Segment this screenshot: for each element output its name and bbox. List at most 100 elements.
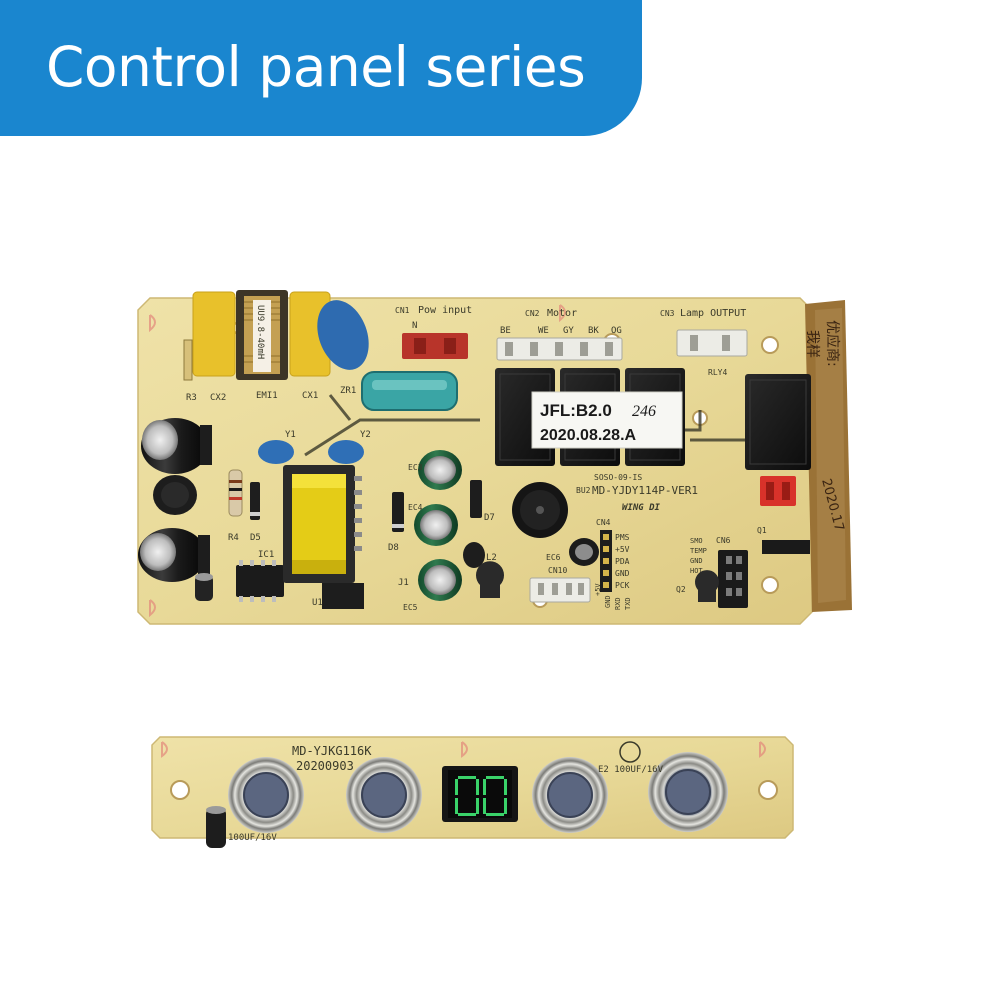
label-cn1-pin: N: [412, 321, 417, 331]
spring-button-4[interactable]: [648, 752, 728, 832]
seven-segment-display: [442, 766, 518, 822]
title-banner: Control panel series: [0, 0, 642, 136]
label-cn4-pda: PDA: [615, 557, 630, 566]
label-cn2-gy: GY: [563, 326, 574, 336]
label-cx1: CX1: [302, 391, 318, 401]
label-cn4-gnd: GND: [615, 569, 630, 578]
green-capacitor-ec4: [414, 504, 458, 546]
label-cn3: CN3: [660, 309, 675, 318]
label-cn1: CN1: [395, 306, 410, 315]
label-cn4-pms: PMS: [615, 533, 630, 542]
label-cn10-5v: +5V: [594, 583, 602, 596]
label-r3: R3: [186, 393, 197, 403]
label-ec5: EC5: [403, 603, 418, 612]
green-capacitor-ec5: [418, 559, 462, 601]
resistor-r4: [228, 469, 243, 517]
label-cn6-smo: SMO: [690, 537, 703, 545]
label-cn2-og: OG: [611, 326, 622, 336]
label-q1: Q1: [757, 526, 767, 535]
label-cn2-we: WE: [538, 326, 549, 336]
label-y2: Y2: [360, 430, 371, 440]
choke-label: UU9.8-40mH: [255, 305, 265, 359]
label-u1: U1: [312, 598, 323, 608]
label-y1: Y1: [285, 430, 296, 440]
spring-button-3[interactable]: [532, 757, 608, 833]
key-board-model: MD-YJKG116K: [292, 744, 372, 758]
board-code: SOSO-09-IS: [594, 473, 642, 482]
handwriting-note: 我样: [804, 330, 820, 358]
label-ec4: EC4: [408, 503, 423, 512]
label-cn2: CN2: [525, 309, 540, 318]
varistor-zr1: [317, 300, 369, 370]
label-cx2: CX2: [210, 393, 226, 403]
label-cn4-5v: +5V: [615, 545, 630, 554]
label-cn1-title: Pow input: [418, 305, 472, 316]
electrolytic-capacitor-2: [153, 475, 197, 515]
label-emi1: EMI1: [256, 391, 278, 401]
key-board-capacitor: [206, 808, 226, 848]
sticker-version: JFL:B2.0: [540, 401, 612, 420]
sensor-icon: [619, 741, 641, 763]
board-brand: WING DI: [622, 503, 661, 513]
label-cn6: CN6: [716, 536, 731, 545]
label-r4: R4: [228, 533, 239, 543]
key-board: MD-YJKG116K 20200903 100UF/16V E2 100UF/…: [151, 736, 794, 848]
u1-regulator: [322, 583, 364, 609]
label-cn6-temp: TEMP: [690, 547, 707, 555]
label-cn2-title: Motor: [547, 308, 577, 319]
diode-d5: [250, 482, 260, 520]
relay-4: [745, 374, 811, 470]
label-cn10-gnd: GND: [604, 595, 612, 608]
label-d7: D7: [484, 513, 495, 523]
main-board: 优应商: 我样 2020.17: [137, 290, 852, 625]
label-cn4-pck: PCK: [615, 581, 630, 590]
label-ec3: EC3: [408, 463, 423, 472]
label-cn10-txd: TXD: [624, 597, 632, 610]
x-capacitor-cx2: [192, 291, 236, 377]
y-capacitor-y2: [328, 440, 364, 464]
label-bu2: BU2: [576, 486, 591, 495]
diode-d7: [470, 480, 482, 518]
ic1-chip: [236, 565, 284, 597]
connector-cn1: [402, 333, 468, 359]
key-board-date: 20200903: [296, 759, 354, 773]
y-capacitor-y1: [258, 440, 294, 464]
key-board-cap-label-left: 100UF/16V: [228, 833, 277, 843]
board-model: MD-YJDY114P-VER1: [592, 484, 698, 497]
label-cn10-rxd: RXD: [614, 597, 622, 610]
buzzer-bu2: [512, 482, 568, 538]
label-j1: J1: [398, 578, 409, 588]
label-cn2-be: BE: [500, 326, 511, 336]
handwriting-supplier: 优应商:: [824, 320, 841, 367]
electrolytic-capacitor-1: [141, 418, 212, 474]
label-cn6-gnd: GND: [690, 557, 703, 565]
label-cn4: CN4: [596, 518, 611, 527]
spring-button-2[interactable]: [346, 757, 422, 833]
label-cn2-bk: BK: [588, 326, 599, 336]
banner-title: Control panel series: [46, 35, 586, 99]
date-sticker: JFL:B2.0 246 2020.08.28.A: [531, 391, 683, 449]
label-rly4: RLY4: [708, 368, 727, 377]
label-d5: D5: [250, 533, 261, 543]
fuse: [361, 371, 458, 411]
connector-cn6: [718, 550, 748, 608]
small-capacitor: [195, 575, 213, 601]
key-board-cap-label-right: E2 100UF/16V: [598, 765, 664, 775]
label-q2: Q2: [676, 585, 686, 594]
inductor-l2: [463, 542, 485, 568]
transistor-q1: [762, 540, 810, 554]
connector-cn3: [676, 329, 748, 357]
sticker-date: 2020.08.28.A: [540, 427, 637, 444]
spring-button-1[interactable]: [228, 757, 304, 833]
label-ic1: IC1: [258, 550, 274, 560]
label-d8: D8: [388, 543, 399, 553]
label-ec6: EC6: [546, 553, 561, 562]
sticker-handwritten: 246: [632, 403, 656, 420]
transistor: [475, 561, 505, 598]
green-capacitor-ec3: [418, 450, 462, 490]
label-cn6-hot: HOT: [690, 567, 703, 575]
connector-red: [760, 476, 796, 506]
label-l2: L2: [486, 553, 497, 563]
label-cn3-title: Lamp OUTPUT: [680, 308, 746, 319]
